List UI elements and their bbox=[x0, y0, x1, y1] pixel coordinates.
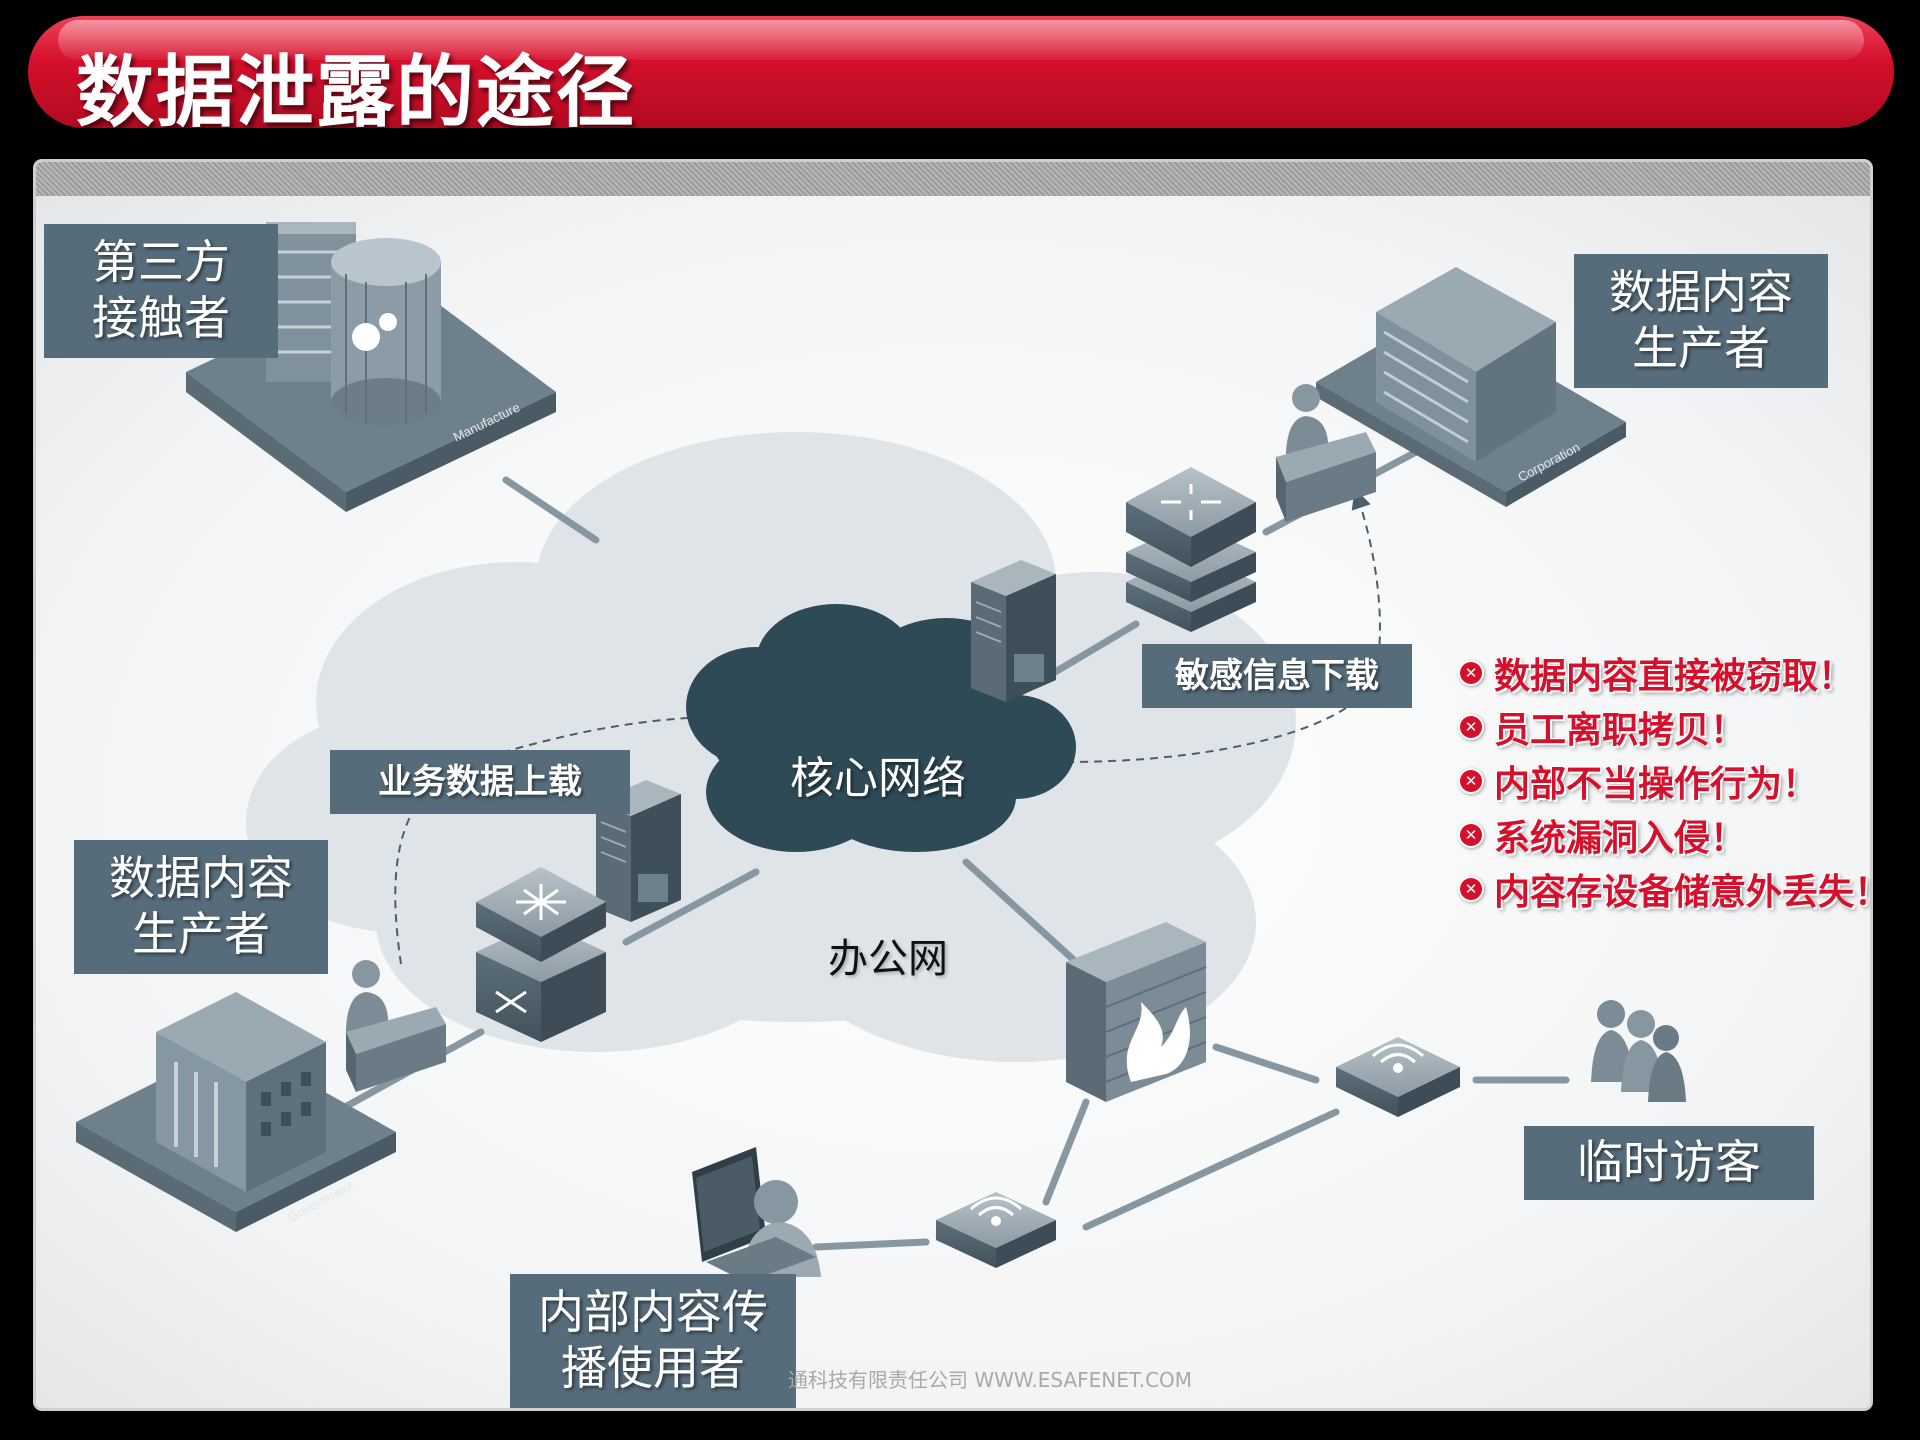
link-ap-ap bbox=[1082, 1108, 1340, 1231]
risk-list: ✕ 数据内容直接被窃取！ ✕ 员工离职拷贝！ ✕ 内部不当操作行为！ ✕ 系统漏… bbox=[1460, 646, 1890, 916]
desktop-user-icon bbox=[692, 1147, 821, 1282]
panel-header-strip bbox=[36, 162, 1870, 196]
firewall-icon bbox=[1066, 922, 1207, 1102]
producer-right-line-2: 生产者 bbox=[1632, 321, 1770, 375]
temp-visitor-label: 临时访客 bbox=[1524, 1126, 1814, 1200]
link-firewall bbox=[962, 858, 1080, 966]
router-stack-icon bbox=[1126, 467, 1256, 632]
risk-text: 员工离职拷贝！ bbox=[1494, 710, 1747, 751]
risk-item: ✕ 内容存设备储意外丢失！ bbox=[1460, 862, 1890, 916]
title-bar: 数据泄露的途径 bbox=[28, 16, 1894, 138]
third-party-line-2: 接触者 bbox=[92, 291, 230, 345]
wireless-ap-bottom-icon bbox=[936, 1192, 1056, 1268]
page-title: 数据泄露的途径 bbox=[76, 48, 637, 138]
risk-item: ✕ 员工离职拷贝！ bbox=[1460, 700, 1890, 754]
risk-item: ✕ 内部不当操作行为！ bbox=[1460, 754, 1890, 808]
link-firewall-ap bbox=[1212, 1043, 1320, 1084]
producer-worker-icon bbox=[346, 960, 446, 1092]
title-gloss bbox=[58, 20, 1864, 60]
internal-user-label: 内部内容传 播使用者 bbox=[510, 1274, 796, 1408]
core-network-label: 核心网络 bbox=[790, 753, 966, 804]
visitor-group-icon bbox=[1591, 1000, 1686, 1102]
producer-right-line-1: 数据内容 bbox=[1609, 265, 1793, 319]
risk-item: ✕ 系统漏洞入侵！ bbox=[1460, 808, 1890, 862]
error-icon: ✕ bbox=[1460, 716, 1482, 738]
diagram-panel: Manufacture Corporation bbox=[36, 162, 1870, 1408]
link-manufacture bbox=[502, 476, 600, 544]
internal-user-line-2: 播使用者 bbox=[561, 1341, 745, 1395]
error-icon: ✕ bbox=[1460, 662, 1482, 684]
third-party-line-1: 第三方 bbox=[92, 235, 230, 289]
producer-left-line-2: 生产者 bbox=[132, 907, 270, 961]
third-party-label: 第三方 接触者 bbox=[44, 224, 278, 358]
corporation-building: Corporation bbox=[1316, 267, 1626, 507]
link-firewall-ap2 bbox=[1042, 1098, 1090, 1206]
footer-watermark: 通科技有限责任公司 WWW.ESAFENET.COM bbox=[788, 1368, 1193, 1392]
link-user-ap bbox=[812, 1238, 930, 1251]
producer-right-label: 数据内容 生产者 bbox=[1574, 254, 1828, 388]
producer-left-line-1: 数据内容 bbox=[109, 851, 293, 905]
wireless-ap-right-icon bbox=[1336, 1037, 1460, 1117]
error-icon: ✕ bbox=[1460, 878, 1482, 900]
risk-text: 数据内容直接被窃取！ bbox=[1494, 656, 1855, 697]
risk-text: 内容存设备储意外丢失！ bbox=[1494, 872, 1891, 913]
link-core-switch bbox=[622, 868, 760, 946]
switch-stack-icon bbox=[476, 867, 606, 1042]
risk-text: 内部不当操作行为！ bbox=[1494, 764, 1819, 805]
error-icon: ✕ bbox=[1460, 770, 1482, 792]
office-worker-icon bbox=[1276, 384, 1376, 522]
risk-item: ✕ 数据内容直接被窃取！ bbox=[1460, 646, 1890, 700]
upload-flow-label: 业务数据上载 bbox=[330, 750, 630, 814]
risk-text: 系统漏洞入侵！ bbox=[1494, 818, 1747, 859]
download-flow-label: 敏感信息下载 bbox=[1142, 644, 1412, 708]
internal-user-line-1: 内部内容传 bbox=[538, 1285, 768, 1339]
government-building: Government bbox=[76, 992, 396, 1232]
office-network-label: 办公网 bbox=[828, 936, 948, 982]
server-top-icon bbox=[971, 560, 1056, 702]
temp-visitor-text: 临时访客 bbox=[1577, 1135, 1761, 1189]
server-bottom-icon bbox=[596, 780, 681, 922]
manufacture-building: Manufacture bbox=[186, 222, 556, 512]
error-icon: ✕ bbox=[1460, 824, 1482, 846]
producer-left-label: 数据内容 生产者 bbox=[74, 840, 328, 974]
